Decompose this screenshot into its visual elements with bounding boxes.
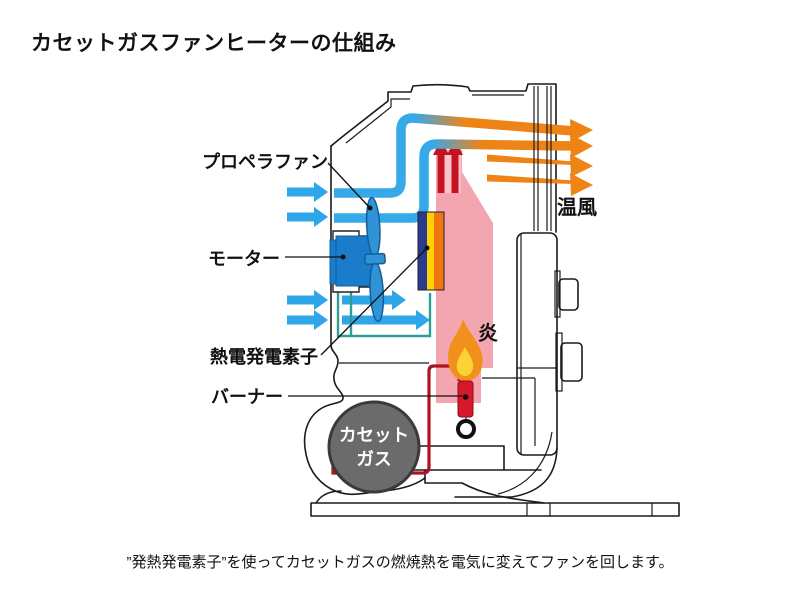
pointer-line — [320, 247, 428, 356]
front-grille — [533, 86, 552, 231]
warm-air-arrowhead — [570, 134, 593, 158]
label-warm-air: 温風 — [557, 195, 597, 219]
pointer-dot — [340, 254, 346, 260]
motor — [329, 230, 377, 293]
caption: ”発熱発電素子”を使ってカセットガスの燃焼熱を電気に変えてファンを回します。 — [126, 554, 674, 571]
warm-air-arrow — [487, 154, 593, 177]
air-intake-arrow — [287, 182, 328, 202]
element-yellow-layer — [427, 212, 434, 290]
fan-blade — [369, 261, 385, 323]
pointer-line — [327, 162, 371, 209]
cassette-gas-label: ガス — [357, 449, 392, 469]
air-intake-arrow — [342, 310, 430, 330]
element-navy-layer — [418, 212, 427, 290]
air-intake-arrows — [287, 182, 430, 330]
cabinet-outline — [303, 83, 680, 517]
air-intake-arrow — [287, 290, 328, 310]
warm-air-arrows — [487, 154, 593, 196]
combustion-chamber — [436, 150, 493, 403]
thermoelectric-element — [417, 211, 445, 291]
pointer-lines — [285, 162, 469, 400]
hot-air-arrows — [433, 139, 463, 193]
flame-inner — [456, 347, 474, 376]
label-thermo-element: 熱電発電素子 — [210, 346, 318, 367]
hot-air-arrow — [447, 139, 463, 193]
air-duct-pipes — [334, 113, 593, 223]
cassette-gas-cylinder: カセット ガス — [327, 400, 421, 494]
cassette-gas-label: カセット — [339, 425, 409, 445]
label-motor: モーター — [208, 249, 280, 269]
propeller-fan — [364, 196, 386, 323]
wire-loop — [336, 288, 432, 338]
hot-air-arrow — [433, 139, 449, 193]
page-title: カセットガスファンヒーターの仕組み — [31, 32, 397, 55]
air-duct-pipe — [334, 139, 575, 223]
warm-air-arrow — [487, 173, 593, 196]
motor-wire — [336, 288, 432, 338]
pointer-dot — [424, 245, 430, 251]
warm-air-arrowhead — [570, 119, 593, 142]
flame — [448, 319, 483, 381]
burner-ring — [456, 419, 476, 439]
label-burner: バーナー — [211, 387, 283, 407]
fan-hub — [364, 252, 386, 266]
element-orange-layer — [434, 212, 444, 290]
pointer-dot — [462, 394, 469, 400]
label-flame: 炎 — [478, 322, 498, 345]
label-propeller-fan: プロペラファン — [202, 151, 328, 172]
burner — [456, 380, 476, 439]
pointer-dot — [367, 205, 373, 211]
air-duct-pipe — [334, 113, 575, 198]
air-intake-arrow — [287, 207, 328, 227]
air-intake-arrow — [287, 310, 328, 330]
